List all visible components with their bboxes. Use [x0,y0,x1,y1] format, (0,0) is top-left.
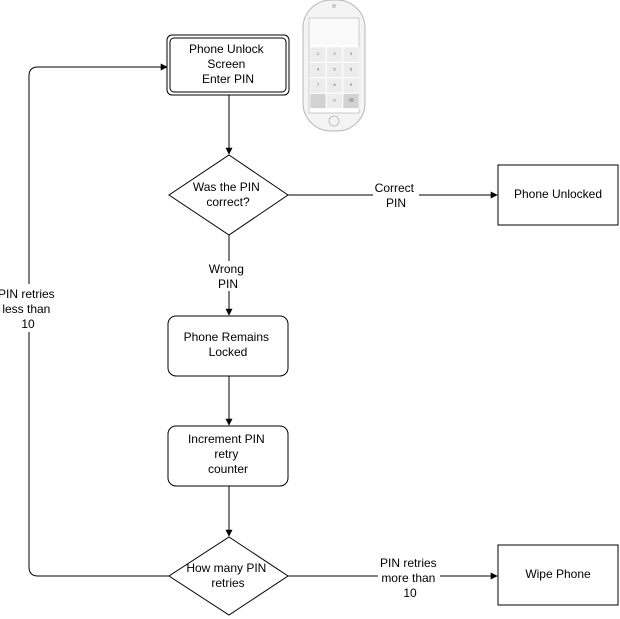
keypad-key-label: 5 [333,67,336,72]
keypad-key [326,77,343,94]
keypad-key [342,93,360,109]
svg-text:Correct PIN: Correct PIN [375,181,418,210]
svg-text:Was the PIN correct?: Was the PIN correct? [193,180,263,209]
keypad-key-label: 2 [333,51,336,56]
keypad-key-label: 4 [317,67,320,72]
svg-text:Increment PIN retry: Increment PIN retry counter [188,432,268,476]
decision-pin-correct-line-1: Was the PIN [193,180,260,194]
svg-text:Wrong PIN: Wrong PIN [209,262,247,291]
node-increment-counter: Increment PIN retry counter [167,425,289,487]
edge-label-wrong: Wrong PIN [206,261,252,291]
node-wipe-phone-label: Wipe Phone [525,567,591,581]
decision-how-many: How many PIN retries [168,536,289,616]
node-unlock-screen: Phone Unlock Screen Enter PIN [166,34,290,96]
svg-text:PIN retries more than: PIN retries more than 10 [380,556,440,600]
keypad-key-label: 8 [333,82,336,87]
edge-label-less-than-line-3: 10 [21,317,35,331]
keypad-key [309,62,327,78]
keypad-key [326,93,343,109]
phone-keypad: 1 2 3 4 5 6 7 8 9 0 ⌫ [309,46,360,109]
edge-label-more-than: PIN retries more than 10 [378,555,440,601]
node-remains-locked-line-1: Phone Remains [184,330,269,344]
phone-illustration-icon: 1 2 3 4 5 6 7 8 9 0 ⌫ [302,0,366,132]
keypad-key [309,93,327,109]
node-remains-locked: Phone Remains Locked [167,315,289,377]
keypad-key [326,62,343,78]
node-unlock-screen-line-2: Screen [207,57,245,71]
node-unlock-screen-line-1: Phone Unlock [189,42,265,56]
keypad-key-label: 6 [350,67,353,72]
node-wipe-phone: Wipe Phone [497,544,619,606]
edge-label-less-than-line-2: less than [2,302,50,316]
decision-pin-correct: Was the PIN correct? [168,154,289,236]
svg-text:Wipe Phone: Wipe Phone [525,567,591,581]
node-increment-line-2: retry [214,447,238,461]
decision-how-many-line-2: retries [211,576,244,590]
edge-label-less-than-line-1: PIN retries [0,287,55,301]
node-remains-locked-line-2: Locked [209,345,248,359]
svg-text:Phone Remains Locked: Phone Remains Locked [184,330,273,359]
svg-text:Phone Unlock Screen: Phone Unlock Screen Enter PIN [189,42,267,86]
decision-how-many-line-1: How many PIN [186,561,266,575]
keypad-key [342,62,360,78]
edge-label-more-than-line-3: 10 [403,586,417,600]
edge-label-wrong-line-2: PIN [218,277,238,291]
decision-pin-correct-line-2: correct? [206,195,250,209]
edge-label-more-than-line-2: more than [381,571,435,585]
keypad-key [309,77,327,94]
keypad-key-label: 9 [350,82,353,87]
svg-text:Phone Unlocked: Phone Unlocked [514,187,602,201]
keypad-key-label: 0 [333,98,336,103]
keypad-key-label: 1 [317,51,320,56]
node-phone-unlocked-label: Phone Unlocked [514,187,602,201]
edge-label-correct-line-1: Correct [375,181,415,195]
keypad-key [309,46,327,63]
edge-label-correct: Correct PIN [373,180,419,210]
svg-text:How many PIN retries: How many PIN retries [186,561,269,590]
keypad-key-label: 7 [317,82,320,87]
keypad-key [342,46,360,63]
edge-label-less-than: PIN retries less than 10 [0,284,58,332]
keypad-key [326,46,343,63]
keypad-key-label: 3 [350,51,353,56]
svg-text:PIN retries less than: PIN retries less than 10 [0,287,58,331]
node-increment-line-1: Increment PIN [188,432,265,446]
node-increment-line-3: counter [208,462,248,476]
edge-label-correct-line-2: PIN [386,196,406,210]
keypad-key-label: ⌫ [348,98,354,103]
edge-label-more-than-line-1: PIN retries [380,556,437,570]
edge-label-wrong-line-1: Wrong [209,262,244,276]
node-phone-unlocked: Phone Unlocked [497,164,619,226]
node-unlock-screen-line-3: Enter PIN [202,72,254,86]
keypad-key [342,77,360,94]
